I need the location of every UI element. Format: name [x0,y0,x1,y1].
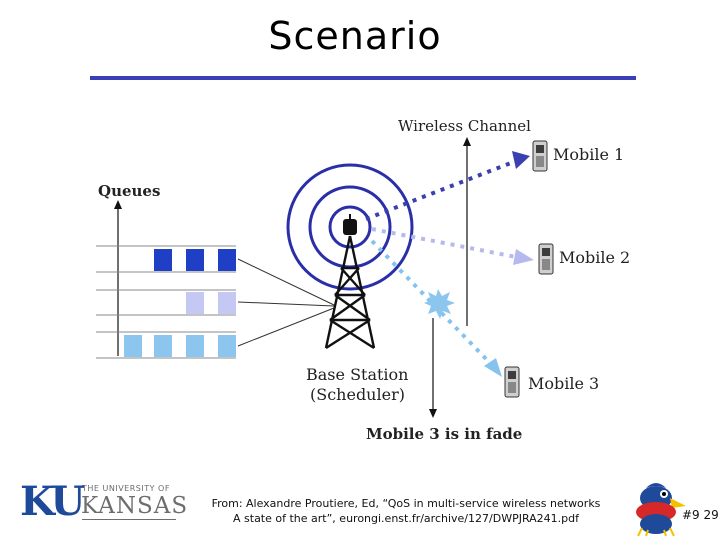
mobile-3-phone-icon [504,366,520,398]
channel-arrow-mobile-2 [371,227,517,259]
citation-line-1: From: Alexandre Proutiere, Ed, “QoS in m… [211,497,601,510]
queue-row-1 [96,245,236,273]
queue-1-packet [186,249,204,271]
logo-rule [82,519,176,520]
queue-3-packet [124,335,142,357]
queue-2-packet [218,292,236,314]
channel-arrowhead-mobile-1 [512,151,530,169]
queue-row-2 [96,289,236,316]
page-number: #9 29 [682,508,719,522]
channel-arrowhead-mobile-3 [484,358,502,377]
logo-small-text: THE UNIVERSITY OF [82,484,170,493]
fade-note-label: Mobile 3 is in fade [366,425,522,443]
title-underline [90,76,636,80]
base-station-label: Base Station [306,365,408,384]
queues-axis-arrowhead [114,200,122,209]
logo-letters: KU [20,478,85,525]
mobile-3-label: Mobile 3 [528,374,599,393]
channel-arrow-mobile-1 [365,159,517,221]
citation: From: Alexandre Proutiere, Ed, “QoS in m… [196,496,616,526]
mobile-1-phone-icon [532,140,548,172]
queue-row-3 [96,331,236,359]
logo-name: KANSAS [81,493,189,519]
scheduler-label: (Scheduler) [310,385,405,404]
citation-line-2: A state of the art”, eurongi.enst.fr/arc… [233,512,579,525]
fade-pointer-arrowhead [429,409,437,418]
wireless-channel-arrowhead [463,137,471,146]
mobile-2-label: Mobile 2 [559,248,630,267]
queue-3-packet [218,335,236,357]
queue-connectors [237,258,335,347]
mobile-2-phone-icon [538,243,554,275]
mobile-1-label: Mobile 1 [553,145,624,164]
queues-label: Queues [98,182,160,200]
antenna-head [343,219,357,235]
base-station-tower [324,235,376,350]
interference-burst-icon [424,289,455,319]
slide-title: Scenario [268,14,442,58]
university-logo: KU THE UNIVERSITY OF KANSAS [20,478,187,525]
wireless-channel-label: Wireless Channel [398,117,531,135]
queue-1-packet [154,249,172,271]
channel-arrowhead-mobile-2 [513,249,534,265]
queue-3-packet [154,335,172,357]
queue-2-packet [186,292,204,314]
jayhawk-mascot-icon [636,483,686,536]
channel-arrow-mobile-3 [370,239,492,365]
queue-3-packet [186,335,204,357]
queue-1-packet [218,249,236,271]
